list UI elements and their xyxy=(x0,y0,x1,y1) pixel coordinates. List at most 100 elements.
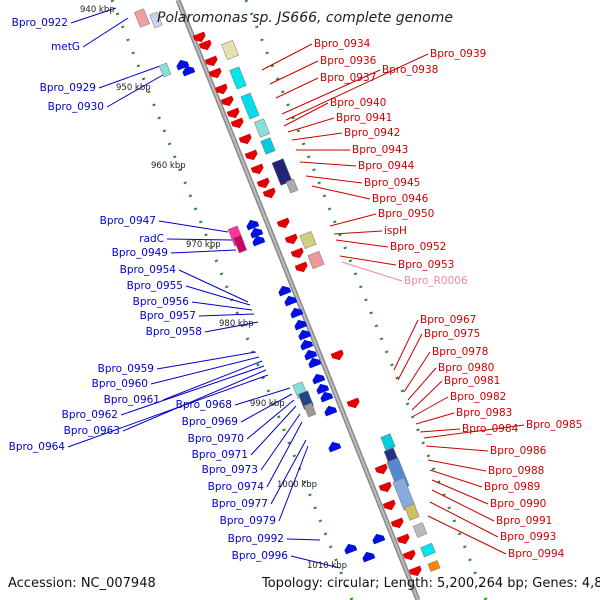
reverse-gene-arrow-20[interactable] xyxy=(361,550,376,563)
forward-gene-arrow-6[interactable] xyxy=(226,107,241,121)
reverse-gene-box-1[interactable] xyxy=(149,11,163,29)
reverse-gene-arrow-2[interactable] xyxy=(245,218,260,231)
gene-label-bpro-0992[interactable]: Bpro_0992 xyxy=(228,533,284,545)
reverse-gene-arrow-14[interactable] xyxy=(315,382,330,395)
forward-gene-arrow-18[interactable] xyxy=(346,397,361,411)
forward-gene-box-6[interactable] xyxy=(285,178,299,194)
forward-gene-arrow-24[interactable] xyxy=(402,549,417,563)
forward-gene-arrow-2[interactable] xyxy=(204,55,219,69)
gene-label-bpro-0922[interactable]: Bpro_0922 xyxy=(12,17,68,29)
gene-label-bpro-0964[interactable]: Bpro_0964 xyxy=(9,441,66,453)
gene-label-bpro-0991[interactable]: Bpro_0991 xyxy=(496,515,552,527)
gene-label-bpro-0939[interactable]: Bpro_0939 xyxy=(430,48,486,60)
gene-label-bpro-0978[interactable]: Bpro_0978 xyxy=(432,346,488,358)
forward-gene-arrow-17[interactable] xyxy=(330,349,345,363)
gene-label-bpro-0959[interactable]: Bpro_0959 xyxy=(98,363,154,375)
forward-gene-arrow-15[interactable] xyxy=(290,247,305,261)
reverse-gene-arrow-6[interactable] xyxy=(283,294,298,307)
reverse-gene-box-4[interactable] xyxy=(232,234,248,254)
gene-label-bpro-0963[interactable]: Bpro_0963 xyxy=(64,425,120,437)
gene-label-bpro-0953[interactable]: Bpro_0953 xyxy=(398,259,454,271)
gene-label-bpro-0993[interactable]: Bpro_0993 xyxy=(500,531,556,543)
forward-gene-box-3[interactable] xyxy=(254,118,270,138)
reverse-gene-arrow-12[interactable] xyxy=(307,356,322,369)
gene-label-bpro-0954[interactable]: Bpro_0954 xyxy=(120,264,177,276)
reverse-gene-arrow-13[interactable] xyxy=(311,372,326,385)
forward-gene-arrow-0[interactable] xyxy=(192,31,207,45)
reverse-gene-arrow-8[interactable] xyxy=(293,318,308,331)
reverse-gene-arrow-3[interactable] xyxy=(249,226,264,239)
gene-label-bpro-0944[interactable]: Bpro_0944 xyxy=(358,160,415,172)
reverse-gene-arrow-16[interactable] xyxy=(323,404,338,417)
gene-label-bpro-r0006[interactable]: Bpro_R0006 xyxy=(404,275,468,287)
reverse-gene-box-2[interactable] xyxy=(158,62,172,78)
gene-label-bpro-0969[interactable]: Bpro_0969 xyxy=(182,416,238,428)
reverse-gene-arrow-0[interactable] xyxy=(175,58,190,71)
gene-label-bpro-0945[interactable]: Bpro_0945 xyxy=(364,177,420,189)
gene-label-bpro-0955[interactable]: Bpro_0955 xyxy=(127,280,183,292)
forward-gene-arrow-3[interactable] xyxy=(208,67,223,81)
gene-label-bpro-0985[interactable]: Bpro_0985 xyxy=(526,419,582,431)
gene-label-bpro-0929[interactable]: Bpro_0929 xyxy=(40,82,96,94)
gene-label-bpro-0957[interactable]: Bpro_0957 xyxy=(140,310,196,322)
gene-label-bpro-0994[interactable]: Bpro_0994 xyxy=(508,548,565,560)
gene-label-radc[interactable]: radC xyxy=(139,233,164,245)
forward-gene-box-8[interactable] xyxy=(307,250,325,270)
forward-gene-arrow-23[interactable] xyxy=(396,533,411,547)
gene-label-bpro-0946[interactable]: Bpro_0946 xyxy=(372,193,429,205)
reverse-gene-arrow-17[interactable] xyxy=(327,440,342,453)
gene-label-bpro-0947[interactable]: Bpro_0947 xyxy=(100,215,156,227)
gene-label-bpro-0977[interactable]: Bpro_0977 xyxy=(212,498,268,510)
forward-gene-arrow-25[interactable] xyxy=(408,565,423,579)
forward-gene-box-15[interactable] xyxy=(420,542,436,558)
gene-label-bpro-0975[interactable]: Bpro_0975 xyxy=(424,328,480,340)
reverse-gene-arrow-1[interactable] xyxy=(181,64,196,77)
forward-gene-arrow-20[interactable] xyxy=(378,481,393,495)
gene-label-bpro-0956[interactable]: Bpro_0956 xyxy=(133,296,190,308)
forward-gene-arrow-7[interactable] xyxy=(230,117,245,131)
gene-label-bpro-0984[interactable]: Bpro_0984 xyxy=(462,423,519,435)
forward-gene-arrow-16[interactable] xyxy=(294,261,309,275)
gene-label-bpro-0996[interactable]: Bpro_0996 xyxy=(232,550,289,562)
gene-label-bpro-0952[interactable]: Bpro_0952 xyxy=(390,241,446,253)
forward-gene-arrow-9[interactable] xyxy=(244,149,259,163)
reverse-gene-arrow-15[interactable] xyxy=(319,390,334,403)
gene-label-bpro-0937[interactable]: Bpro_0937 xyxy=(320,72,376,84)
forward-gene-arrow-14[interactable] xyxy=(284,233,299,247)
reverse-gene-arrow-9[interactable] xyxy=(297,328,312,341)
gene-label-bpro-0989[interactable]: Bpro_0989 xyxy=(484,481,540,493)
forward-gene-box-2[interactable] xyxy=(240,92,260,120)
gene-label-bpro-0938[interactable]: Bpro_0938 xyxy=(382,64,438,76)
forward-gene-box-14[interactable] xyxy=(412,522,428,538)
reverse-gene-arrow-7[interactable] xyxy=(289,306,304,319)
gene-label-bpro-0981[interactable]: Bpro_0981 xyxy=(444,375,500,387)
gene-label-bpro-0936[interactable]: Bpro_0936 xyxy=(320,55,377,67)
gene-label-bpro-0974[interactable]: Bpro_0974 xyxy=(208,481,265,493)
forward-gene-arrow-10[interactable] xyxy=(250,163,265,177)
gene-label-bpro-0988[interactable]: Bpro_0988 xyxy=(488,465,544,477)
gene-label-bpro-0941[interactable]: Bpro_0941 xyxy=(336,112,392,124)
gene-label-bpro-0930[interactable]: Bpro_0930 xyxy=(48,101,104,113)
reverse-gene-arrow-5[interactable] xyxy=(277,284,292,297)
gene-label-bpro-0980[interactable]: Bpro_0980 xyxy=(438,362,494,374)
forward-gene-box-4[interactable] xyxy=(260,137,276,155)
gene-label-bpro-0979[interactable]: Bpro_0979 xyxy=(220,515,276,527)
reverse-gene-arrow-11[interactable] xyxy=(303,348,318,361)
forward-gene-arrow-1[interactable] xyxy=(198,39,213,53)
gene-label-isph[interactable]: ispH xyxy=(384,225,407,237)
forward-gene-box-9[interactable] xyxy=(380,433,396,451)
reverse-gene-box-0[interactable] xyxy=(134,8,150,28)
reverse-gene-arrow-19[interactable] xyxy=(371,532,386,545)
gene-label-bpro-0958[interactable]: Bpro_0958 xyxy=(146,326,202,338)
gene-label-bpro-0990[interactable]: Bpro_0990 xyxy=(490,498,546,510)
forward-gene-arrow-19[interactable] xyxy=(374,463,389,477)
forward-gene-arrow-11[interactable] xyxy=(256,177,271,191)
forward-gene-arrow-8[interactable] xyxy=(238,133,253,147)
gene-label-bpro-0982[interactable]: Bpro_0982 xyxy=(450,391,506,403)
gene-label-bpro-0971[interactable]: Bpro_0971 xyxy=(192,449,248,461)
forward-gene-arrow-13[interactable] xyxy=(276,217,291,231)
gene-label-bpro-0961[interactable]: Bpro_0961 xyxy=(104,394,160,406)
reverse-gene-box-7[interactable] xyxy=(303,402,317,418)
reverse-gene-arrow-18[interactable] xyxy=(343,542,358,555)
gene-label-bpro-0968[interactable]: Bpro_0968 xyxy=(176,399,232,411)
